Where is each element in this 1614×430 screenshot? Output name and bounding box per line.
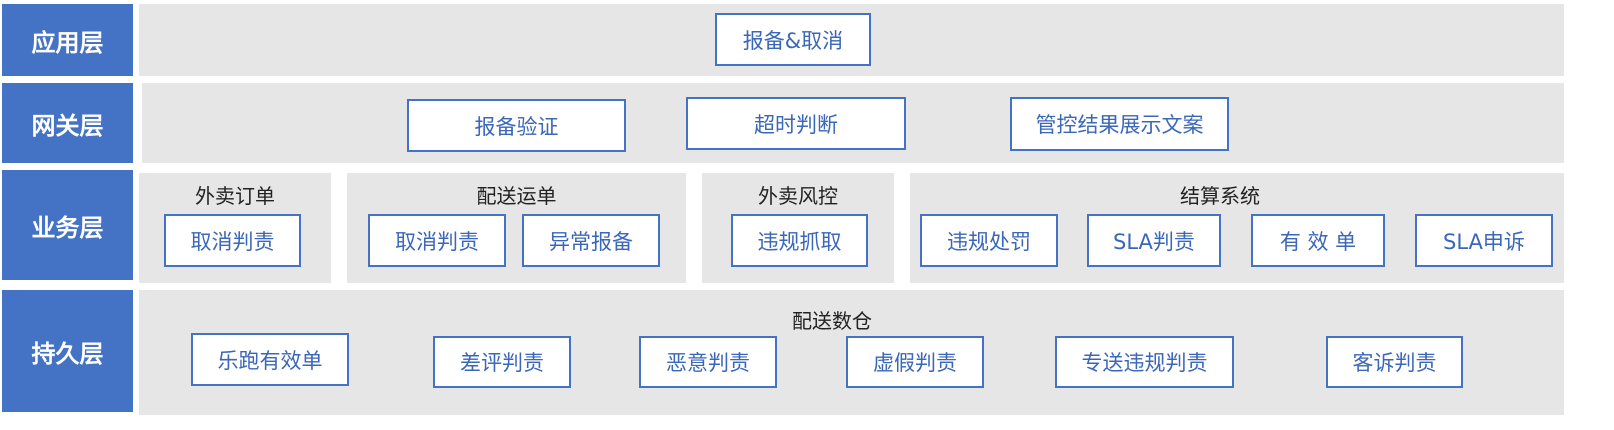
business-box-sla-judge: SLA判责 [1087,214,1221,267]
layer-label-app: 应用层 [2,4,133,76]
business-box-waybill-cancel-judge: 取消判责 [368,214,506,267]
business-box-order-cancel-judge: 取消判责 [164,214,301,267]
persistence-box-fake-judge: 虚假判责 [846,336,984,388]
gateway-box-timeout-judge: 超时判断 [686,97,906,150]
layer-label-persistence: 持久层 [2,290,133,412]
business-box-sla-appeal: SLA申诉 [1415,214,1553,267]
persistence-box-lepao-valid-order: 乐跑有效单 [191,333,349,386]
group-title-delivery-waybill: 配送运单 [476,184,557,208]
persistence-box-dedicated-violation-judge: 专送违规判责 [1055,336,1234,388]
business-box-violation-penalty: 违规处罚 [920,214,1058,267]
layer-label-gateway: 网关层 [2,83,133,163]
group-title-settlement: 结算系统 [1180,184,1260,208]
business-box-valid-order: 有 效 单 [1251,214,1385,267]
gateway-box-report-verify: 报备验证 [407,99,626,152]
business-box-violation-capture: 违规抓取 [731,214,868,267]
persistence-box-bad-review-judge: 差评判责 [433,336,571,388]
app-box-report-cancel: 报备&取消 [715,13,871,66]
group-title-takeaway-risk: 外卖风控 [758,184,838,208]
layer-label-business: 业务层 [2,170,133,280]
persistence-box-complaint-judge: 客诉判责 [1326,336,1463,388]
persistence-box-malicious-judge: 恶意判责 [639,336,777,388]
group-title-delivery-warehouse: 配送数仓 [792,309,872,333]
business-box-exception-report: 异常报备 [522,214,660,267]
group-title-takeaway-order: 外卖订单 [195,184,275,208]
gateway-box-control-result-copy: 管控结果展示文案 [1010,97,1229,151]
